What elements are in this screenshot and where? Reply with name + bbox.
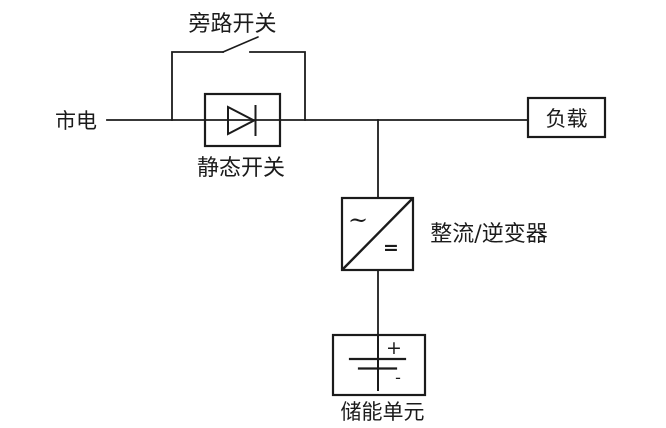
load-box	[526, 96, 607, 139]
dc-symbol-icon: =	[383, 237, 399, 259]
rectifier-inverter-label: 整流/逆变器	[430, 222, 547, 247]
ac-symbol-icon: ~	[348, 206, 368, 234]
bypass-switch-blade-icon	[222, 36, 259, 53]
inverter-box	[340, 196, 415, 272]
load-label: 负载	[546, 107, 588, 131]
inverter-diagonal-divider	[342, 198, 413, 270]
bypass-switch-label: 旁路开关	[188, 12, 276, 37]
battery-minus-icon: -	[395, 368, 401, 388]
battery-plus-icon: +	[386, 337, 402, 359]
wire-bypass-left	[171, 51, 224, 121]
diode-triangle-icon	[227, 105, 257, 136]
wire-bypass-right	[249, 51, 306, 121]
static-switch-label: 静态开关	[197, 156, 285, 181]
storage-unit-label: 储能单元	[341, 400, 425, 424]
mains-label: 市电	[55, 109, 97, 133]
static-switch-box	[203, 92, 282, 148]
